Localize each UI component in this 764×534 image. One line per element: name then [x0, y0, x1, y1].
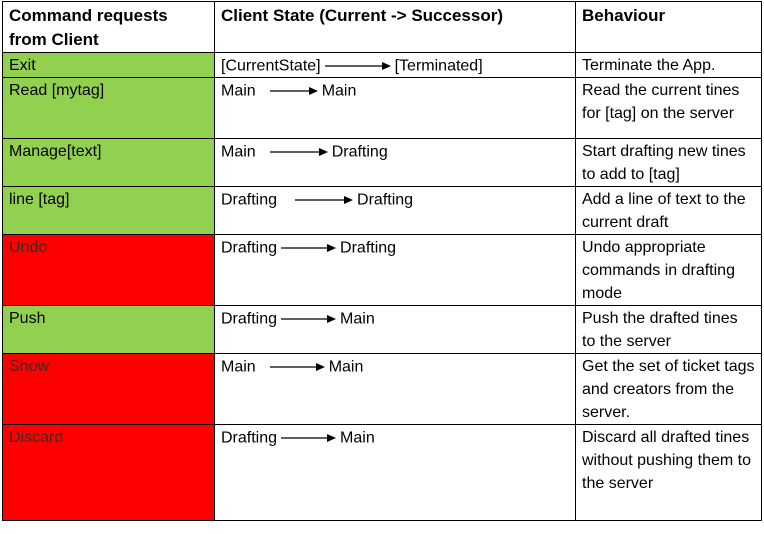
command-cell: line [tag] [2, 186, 215, 236]
arrow-right-icon [295, 196, 354, 205]
state-cell: Main Main [214, 77, 576, 140]
arrow-right-icon [281, 434, 337, 443]
state-to: Main [321, 82, 357, 100]
table-row: Manage[text] Main Drafting Start drafting n… [2, 138, 762, 188]
arrow-right-icon [269, 148, 328, 157]
state-cell: Main Drafting [214, 138, 576, 188]
state-to: Main [328, 358, 364, 376]
header-state: Client State (Current -> Successor) [214, 1, 576, 53]
state-cell: Main Main [214, 353, 576, 426]
table-row: Read [mytag] Main Main Read the current tin… [2, 77, 762, 140]
behaviour-cell: Add a line of text to the current draft [575, 186, 762, 236]
table-row: Exit [CurrentState] [Terminated] Terminate … [2, 51, 762, 79]
state-from: [CurrentState] [221, 57, 321, 75]
behaviour-cell: Discard all drafted tines without pushin… [575, 424, 762, 522]
command-cell: Push [2, 305, 215, 355]
state-to: Drafting [331, 143, 388, 161]
header-command: Command requests from Client [2, 1, 215, 53]
behaviour-cell: Start drafting new tines to add to [tag] [575, 138, 762, 188]
command-cell: Exit [2, 51, 215, 79]
state-to: Main [340, 310, 375, 328]
state-cell: Drafting Main [214, 424, 576, 522]
state-to: Main [340, 429, 375, 447]
state-from: Drafting [221, 191, 278, 209]
state-cell: [CurrentState] [Terminated] [214, 51, 576, 79]
arrow-right-icon [281, 315, 337, 324]
command-cell: Read [mytag] [2, 77, 215, 140]
table-row: line [tag] Drafting Drafting Add a line of … [2, 186, 762, 236]
table-row: Push Drafting Main Push the drafted tines t… [2, 305, 762, 355]
command-cell: Manage[text] [2, 138, 215, 188]
header-behaviour: Behaviour [575, 1, 762, 53]
arrow-right-icon [269, 87, 318, 96]
command-cell: Discard [2, 424, 215, 522]
behaviour-cell: Push the drafted tines to the server [575, 305, 762, 355]
behaviour-cell: Terminate the App. [575, 51, 762, 79]
command-cell: Undo [2, 234, 215, 307]
command-table: Command requests from Client Client Stat… [2, 1, 762, 522]
behaviour-cell: Get the set of ticket tags and creators … [575, 353, 762, 426]
table-row: Undo Drafting Drafting Undo appropriate com… [2, 234, 762, 307]
state-to: [Terminated] [394, 57, 483, 75]
behaviour-cell: Read the current tines for [tag] on the … [575, 77, 762, 140]
arrow-right-icon [269, 363, 325, 372]
header-row: Command requests from Client Client Stat… [2, 1, 762, 53]
state-to: Drafting [340, 239, 397, 257]
arrow-right-icon [324, 61, 391, 70]
state-to: Drafting [357, 191, 414, 209]
state-from: Drafting [221, 429, 278, 447]
state-cell: Drafting Drafting [214, 186, 576, 236]
state-from: Drafting [221, 310, 278, 328]
behaviour-cell: Undo appropriate commands in drafting mo… [575, 234, 762, 307]
state-from: Main [221, 82, 256, 100]
state-from: Main [221, 358, 256, 376]
command-cell: Show [2, 353, 215, 426]
state-from: Main [221, 143, 256, 161]
arrow-right-icon [281, 244, 337, 253]
state-from: Drafting [221, 239, 278, 257]
table-row: Show Main Main Get the set of ticket tags a… [2, 353, 762, 426]
table-row: Discard Drafting Main Discard all drafted t… [2, 424, 762, 522]
state-cell: Drafting Drafting [214, 234, 576, 307]
state-cell: Drafting Main [214, 305, 576, 355]
